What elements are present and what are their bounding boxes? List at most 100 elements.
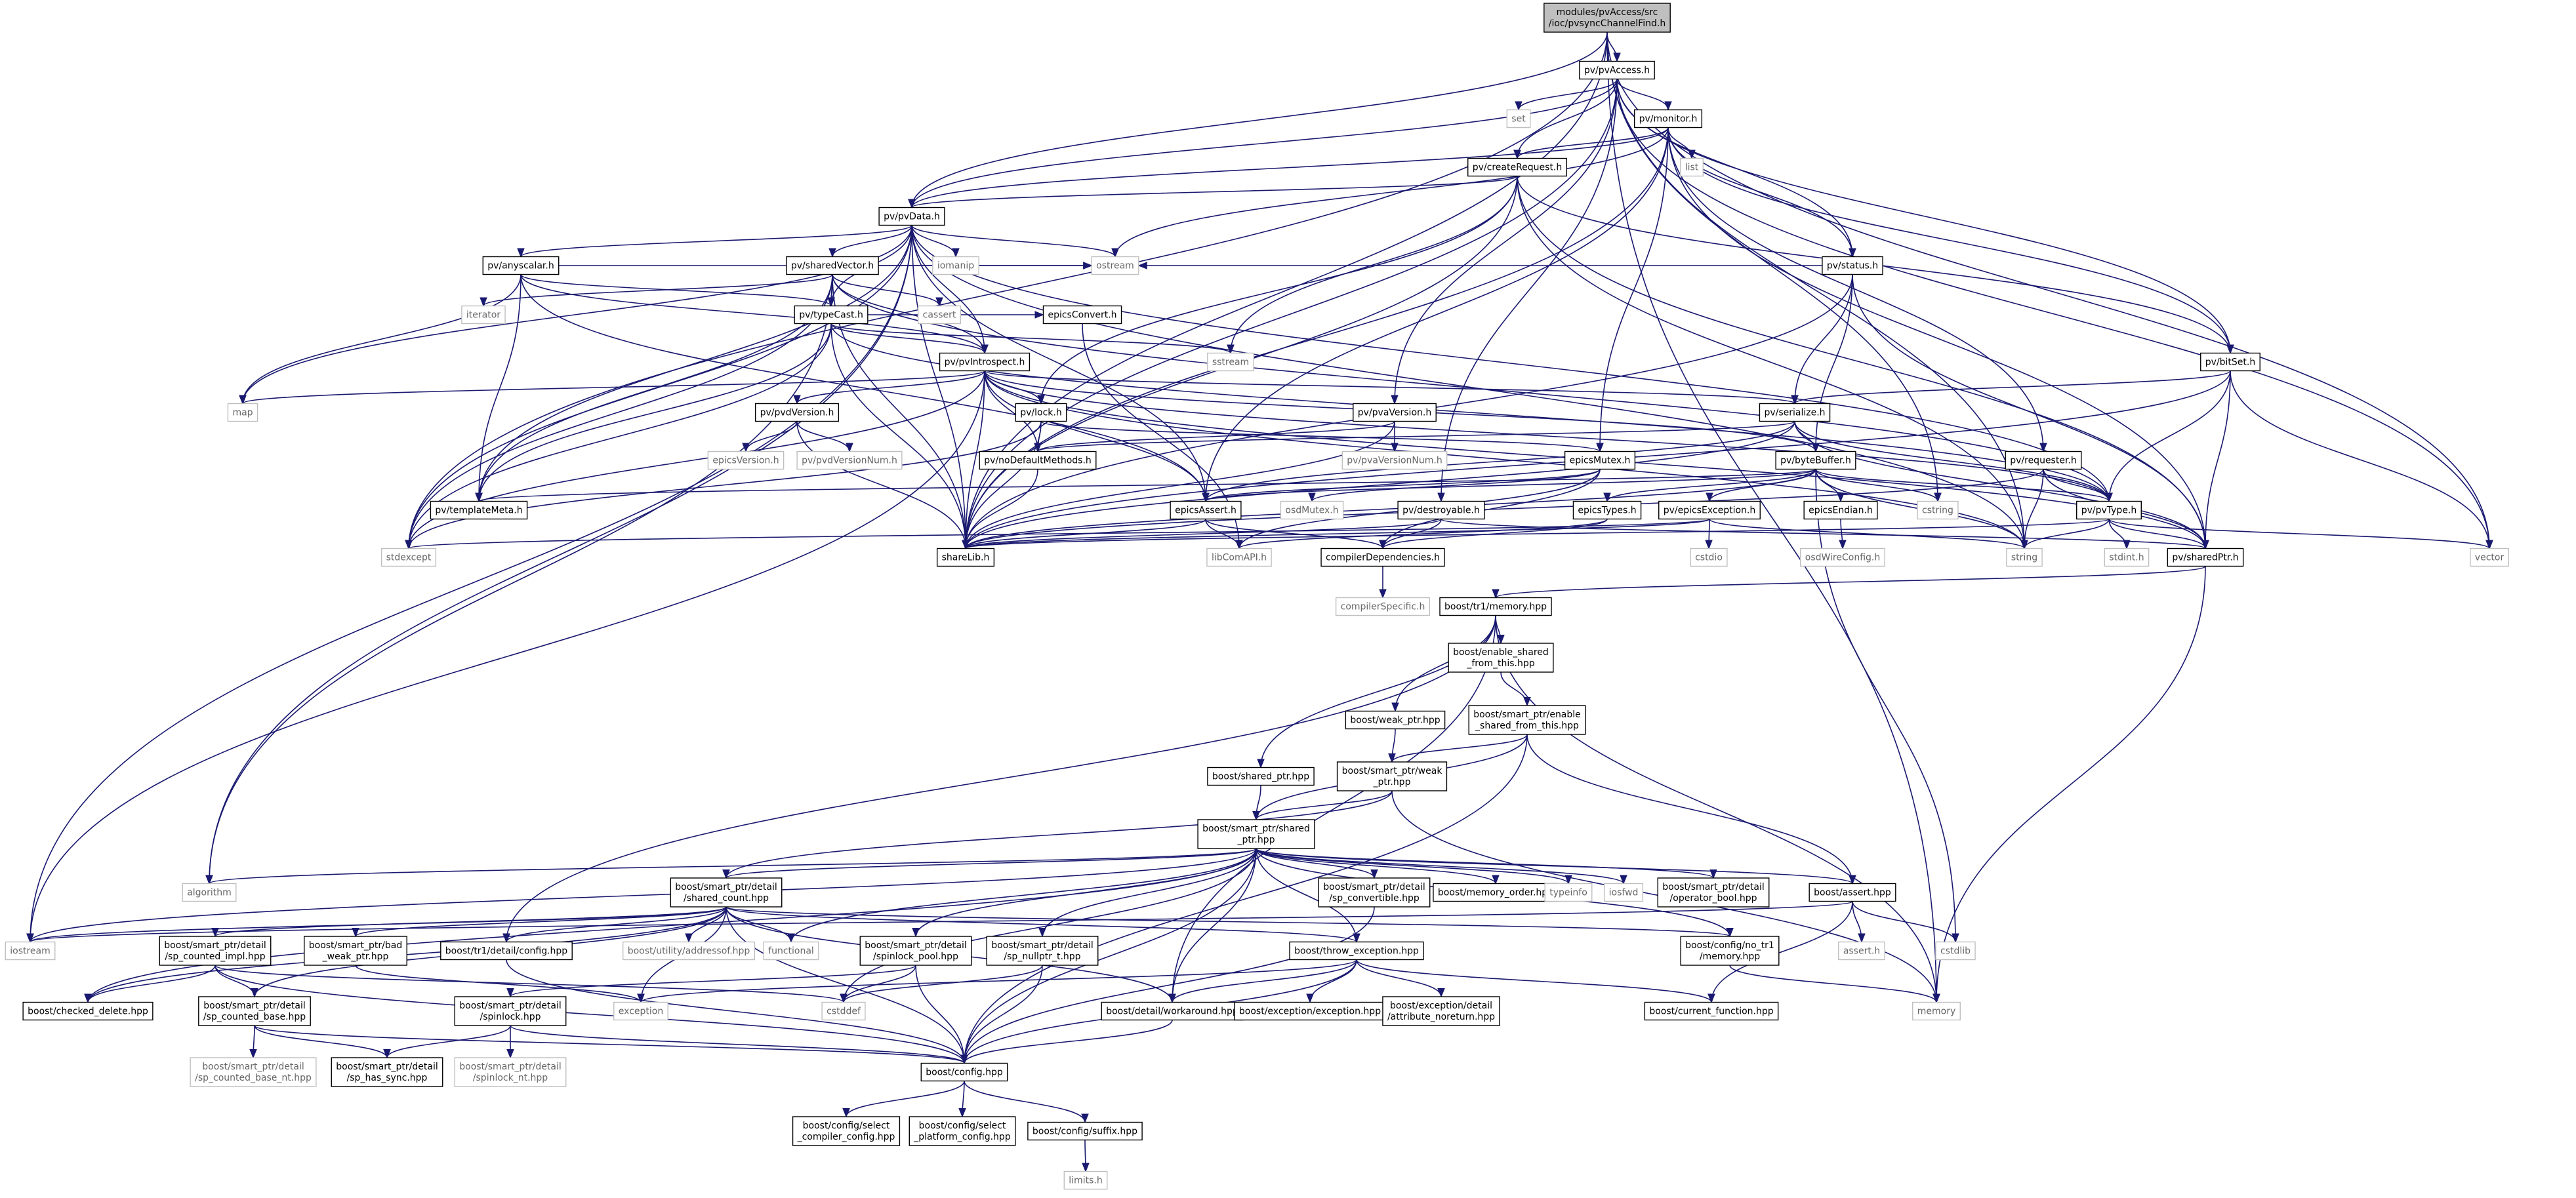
edge-epicsException-to-stdexcept (405, 518, 1710, 549)
node-monitor[interactable]: pv/monitor.h (1633, 109, 1703, 129)
node-box (1468, 705, 1586, 735)
node-createRequest[interactable]: pv/createRequest.h (1467, 157, 1567, 177)
edge-pvIntrospect-to-iostream (26, 370, 985, 943)
node-epicsAssert[interactable]: epicsAssert.h (1170, 500, 1242, 520)
node-checkedDelete[interactable]: boost/checked_delete.hpp (22, 1001, 153, 1021)
node-spSharedPtr[interactable]: boost/smart_ptr/shared_ptr.hpp (1197, 819, 1315, 849)
node-typeCast[interactable]: pv/typeCast.h (794, 305, 869, 325)
node-epicsTypes[interactable]: epicsTypes.h (1572, 500, 1642, 520)
node-box (707, 450, 785, 470)
node-label: cstdio (1695, 553, 1723, 563)
node-tr1memory[interactable]: boost/tr1/memory.hpp (1439, 597, 1552, 616)
node-epicsException[interactable]: pv/epicsException.h (1658, 500, 1761, 520)
edge-pvData-to-pvType (911, 225, 2113, 502)
node-spEnableShared[interactable]: boost/smart_ptr/enable_shared_from_this.… (1468, 705, 1586, 735)
node-pvData[interactable]: pv/pvData.h (878, 207, 945, 226)
node-selectPlatform[interactable]: boost/config/select_platform_config.hpp (909, 1116, 1016, 1146)
node-serialize[interactable]: pv/serialize.h (1759, 403, 1831, 422)
node-badWeakPtr[interactable]: boost/smart_ptr/bad_weak_ptr.hpp (304, 936, 407, 966)
node-selectCompiler[interactable]: boost/config/select_compiler_config.hpp (792, 1116, 901, 1146)
node-label: epicsConvert.h (1048, 310, 1116, 321)
node-pvIntrospect[interactable]: pv/pvIntrospect.h (939, 352, 1031, 372)
node-requester[interactable]: pv/requester.h (2005, 450, 2082, 470)
node-spinlockPool[interactable]: boost/smart_ptr/detail/spinlock_pool.hpp (859, 936, 972, 966)
node-epicsEndian[interactable]: epicsEndian.h (1803, 500, 1878, 520)
node-exceptionHpp[interactable]: boost/exception/exception.hpp (1234, 1001, 1386, 1021)
edge-monitor-to-status (1667, 127, 1856, 258)
edge-pvIntrospect-to-noDefaultMethods (984, 370, 1042, 452)
node-throwException[interactable]: boost/throw_exception.hpp (1289, 941, 1424, 961)
node-operatorBool[interactable]: boost/smart_ptr/detail/operator_bool.hpp (1657, 877, 1770, 908)
node-sharedCount[interactable]: boost/smart_ptr/detail/shared_count.hpp (670, 877, 783, 908)
node-compilerDependencies[interactable]: compilerDependencies.h (1320, 548, 1445, 567)
node-sharedVector[interactable]: pv/sharedVector.h (786, 256, 879, 275)
node-spinlockNt: boost/smart_ptr/detail/spinlock_nt.hpp (454, 1057, 567, 1087)
node-currentFunction[interactable]: boost/current_function.hpp (1644, 1001, 1779, 1021)
node-pvaVersion[interactable]: pv/pvaVersion.h (1353, 403, 1437, 422)
edge-pvData-to-iostream (26, 225, 912, 943)
node-spNullptr[interactable]: boost/smart_ptr/detail/sp_nullptr_t.hpp (986, 936, 1099, 966)
node-spinlock[interactable]: boost/smart_ptr/detail/spinlock.hpp (454, 996, 567, 1026)
node-pvType[interactable]: pv/pvType.h (2076, 500, 2142, 520)
edge-byteBuffer-to-cstdlib (1815, 469, 1959, 943)
node-box (5, 941, 56, 961)
edge-pvAccess-to-bitSet (1616, 79, 2234, 354)
edge-pvData-to-epicsAssert (911, 225, 1210, 502)
edge-spConvertible-to-configHpp (960, 906, 1375, 1064)
node-boostAssert[interactable]: boost/assert.hpp (1809, 883, 1896, 902)
node-box (1289, 941, 1424, 961)
node-label: /spinlock_pool.hpp (873, 951, 958, 962)
node-pvdVersion[interactable]: pv/pvdVersion.h (754, 403, 840, 422)
node-limits: limits.h (1063, 1170, 1108, 1190)
node-status[interactable]: pv/status.h (1822, 256, 1883, 275)
node-box (920, 1062, 1008, 1082)
node-anyscalar[interactable]: pv/anyscalar.h (482, 256, 560, 275)
node-suffix[interactable]: boost/config/suffix.hpp (1027, 1121, 1143, 1141)
node-spCountedImpl[interactable]: boost/smart_ptr/detail/sp_counted_impl.h… (159, 936, 272, 966)
node-box (1170, 500, 1242, 520)
edge-serialize-to-pvType (1794, 421, 2113, 502)
edge-pvData-to-anyscalar (517, 224, 912, 258)
node-epicsConvert[interactable]: epicsConvert.h (1042, 305, 1122, 325)
node-pvAccess[interactable]: pv/pvAccess.h (1579, 60, 1655, 80)
node-sharedPtr[interactable]: pv/sharedPtr.h (2167, 548, 2244, 567)
node-workaround[interactable]: boost/detail/workaround.hpp (1101, 1001, 1244, 1021)
node-box (1657, 877, 1770, 908)
edge-sharedVector-to-stdexcept (405, 274, 833, 549)
node-attrNoreturn[interactable]: boost/exception/detail/attribute_noretur… (1382, 996, 1500, 1026)
node-spHasSync[interactable]: boost/smart_ptr/detail/sp_has_sync.hpp (331, 1057, 443, 1087)
node-label: _weak_ptr.hpp (322, 951, 389, 962)
node-epicsMutex[interactable]: epicsMutex.h (1564, 450, 1636, 470)
node-sharedPtrHpp[interactable]: boost/shared_ptr.hpp (1207, 767, 1315, 786)
node-memoryOrder[interactable]: boost/memory_order.hpp (1433, 883, 1559, 902)
node-templateMeta[interactable]: pv/templateMeta.h (430, 500, 528, 520)
node-configHpp[interactable]: boost/config.hpp (920, 1062, 1008, 1082)
node-label: boost/checked_delete.hpp (28, 1007, 148, 1017)
node-ostream: ostream (1091, 256, 1139, 275)
node-spWeakPtr[interactable]: boost/smart_ptr/weak_ptr.hpp (1336, 761, 1448, 791)
node-byteBuffer[interactable]: pv/byteBuffer.h (1775, 450, 1856, 470)
node-box (2167, 548, 2244, 567)
node-box (1912, 1001, 1961, 1021)
edge-pvIntrospect-to-map (239, 370, 985, 405)
node-enableShared[interactable]: boost/enable_shared_from_this.hpp (1448, 643, 1554, 673)
node-tr1Config[interactable]: boost/tr1/detail/config.hpp (440, 941, 573, 961)
node-bitSet[interactable]: pv/bitSet.h (2200, 352, 2260, 372)
node-noDefaultMethods[interactable]: pv/noDefaultMethods.h (979, 450, 1097, 470)
edge-byteBuffer-to-epicsAssert (1202, 468, 1816, 502)
node-shareLib[interactable]: shareLib.h (936, 548, 995, 567)
node-weakPtrHpp[interactable]: boost/weak_ptr.hpp (1345, 710, 1446, 730)
node-lock[interactable]: pv/lock.h (1015, 403, 1067, 422)
node-spCountedBase[interactable]: boost/smart_ptr/detail/sp_counted_base.h… (198, 996, 311, 1026)
edge-lock-to-shareLib (962, 421, 1042, 549)
node-destroyable[interactable]: pv/destroyable.h (1397, 500, 1485, 520)
node-label: typeinfo (1549, 888, 1587, 898)
node-label: boost/smart_ptr/enable (1473, 709, 1581, 720)
node-label: /sp_counted_base_nt.hpp (195, 1073, 312, 1083)
node-label: pv/lock.h (1020, 408, 1061, 418)
node-box (613, 1001, 668, 1021)
node-spConvertible[interactable]: boost/smart_ptr/detail/sp_convertible.hp… (1318, 877, 1431, 908)
node-noTr1Memory[interactable]: boost/config/no_tr1/memory.hpp (1680, 936, 1780, 966)
node-root[interactable]: modules/pvAccess/src/ioc/pvsyncChannelFi… (1544, 3, 1671, 33)
